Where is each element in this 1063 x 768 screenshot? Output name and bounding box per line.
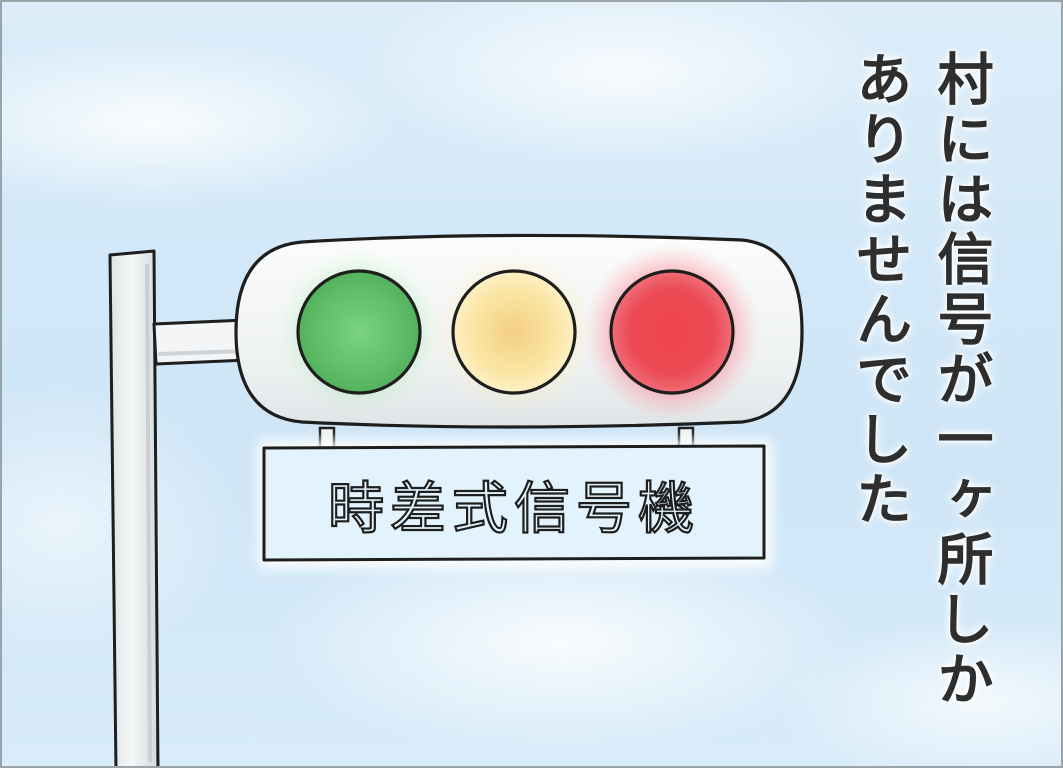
sign-label: 時差式信号機 <box>328 477 700 542</box>
sign-plate: 時差式信号機 <box>258 440 772 568</box>
yellow-lamp <box>451 269 577 395</box>
narration-caption: 村には信号が一ヶ所しか ありませんでした <box>839 50 1001 710</box>
pole <box>108 249 160 766</box>
caption-line-1: 村には信号が一ヶ所しか <box>928 50 993 710</box>
green-lamp <box>296 269 422 395</box>
red-lamp <box>609 269 735 395</box>
caption-line-2: ありませんでした <box>846 50 912 530</box>
pole-arm <box>152 318 250 366</box>
